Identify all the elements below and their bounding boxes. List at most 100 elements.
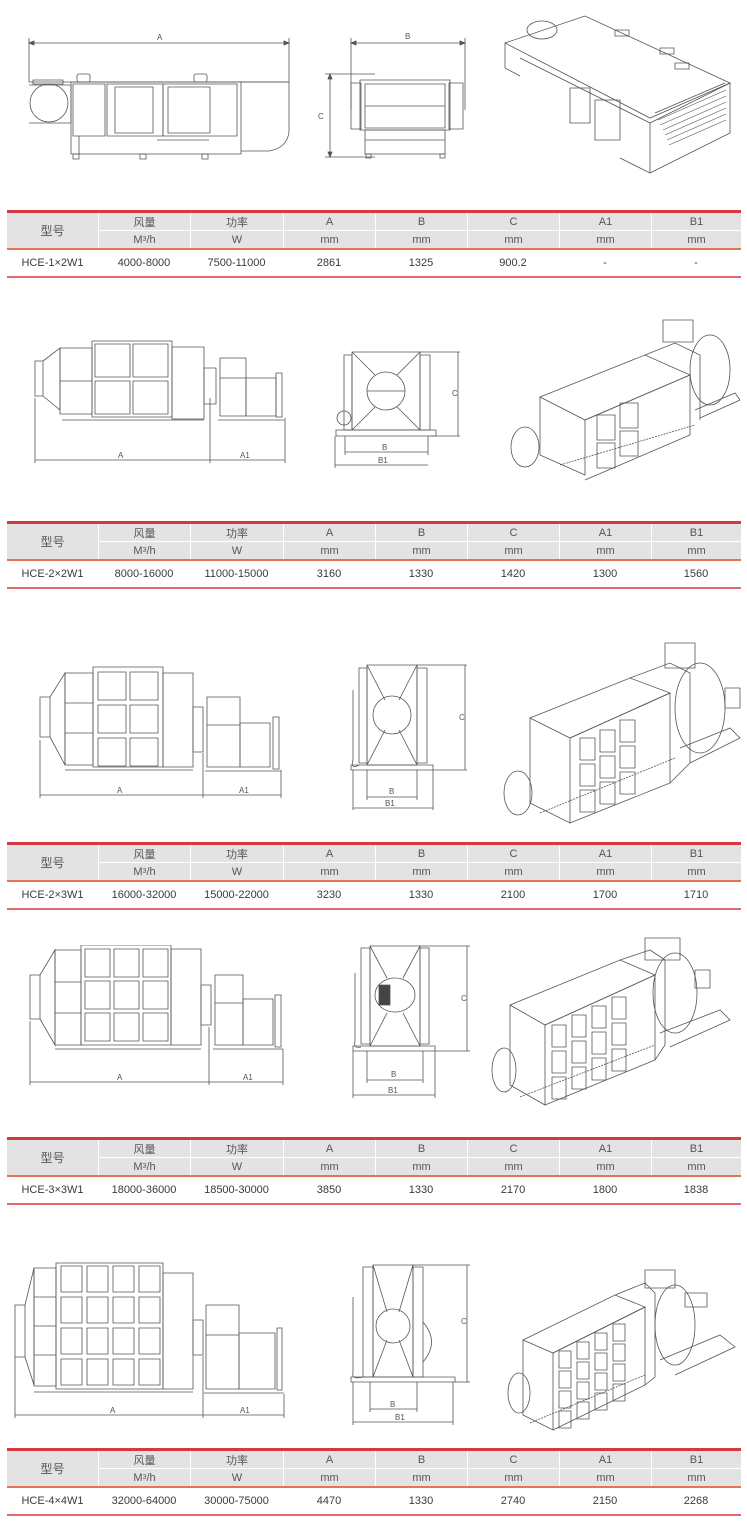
cell-airflow: 32000-64000 (111, 1495, 177, 1507)
dim-label-b: B (405, 32, 410, 41)
dim-label-a: A (157, 33, 163, 42)
unit-airflow-tail: /h (146, 865, 156, 878)
side-view-drawing: A (25, 33, 295, 160)
unit-c: mm (467, 1158, 559, 1175)
header-power: 功率 (190, 1451, 283, 1469)
table-top-rule (7, 1137, 741, 1140)
header-power: 功率 (190, 524, 283, 542)
header-b1: B1 (651, 1451, 741, 1469)
unit-airflow-tail: /h (146, 233, 156, 246)
header-b1: B1 (651, 524, 741, 542)
dim-label-b1: B1 (388, 1086, 398, 1095)
cell-airflow: 4000-8000 (117, 257, 171, 269)
unit-airflow-tail: /h (146, 544, 156, 557)
header-a: A (283, 1451, 375, 1469)
header-power: 功率 (190, 845, 283, 863)
unit-a1: mm (559, 542, 651, 559)
unit-b1: mm (651, 863, 741, 880)
dim-label-b1: B1 (378, 456, 388, 465)
header-model: 型号 (40, 1462, 65, 1476)
unit-airflow-base: M (133, 1471, 143, 1484)
isometric-drawing (500, 638, 745, 828)
header-b: B (375, 213, 467, 231)
unit-c: mm (467, 1469, 559, 1486)
isometric-drawing (500, 8, 740, 183)
header-airflow: 风量 (98, 524, 190, 542)
isometric-drawing (505, 315, 740, 485)
dim-label-b1: B1 (385, 799, 395, 808)
unit-b1: mm (651, 1469, 741, 1486)
cell-model: HCE-2×2W1 (21, 568, 84, 580)
unit-power: W (190, 231, 283, 248)
dim-label-b1: B1 (395, 1413, 405, 1422)
table-header-divider (7, 880, 741, 882)
header-b1: B1 (651, 845, 741, 863)
dim-label-c: C (452, 389, 458, 398)
header-a: A (283, 524, 375, 542)
cell-a1: - (603, 257, 607, 269)
header-b: B (375, 1451, 467, 1469)
unit-b: mm (375, 863, 467, 880)
unit-c: mm (467, 231, 559, 248)
dim-label-a1: A1 (243, 1073, 253, 1082)
front-view-drawing: B B1 C (345, 943, 475, 1098)
table-row: HCE-2×3W1 16000-32000 15000-22000 3230 1… (7, 882, 741, 908)
cell-b: 1330 (408, 568, 434, 580)
dim-label-a: A (118, 451, 124, 460)
header-airflow: 风量 (98, 1140, 190, 1158)
cell-model: HCE-3×3W1 (21, 1184, 84, 1196)
header-a1: A1 (559, 524, 651, 542)
cell-b: 1330 (408, 889, 434, 901)
header-power: 功率 (190, 213, 283, 231)
unit-b: mm (375, 1469, 467, 1486)
table-row: HCE-2×2W1 8000-16000 11000-15000 3160 13… (7, 561, 741, 587)
table-bottom-rule (7, 1203, 741, 1205)
unit-a1: mm (559, 863, 651, 880)
cell-c: 1420 (500, 568, 526, 580)
cell-a1: 1800 (592, 1184, 618, 1196)
header-b1: B1 (651, 213, 741, 231)
dim-label-b: B (382, 443, 387, 452)
dim-label-a1: A1 (240, 1406, 250, 1415)
header-model: 型号 (40, 1151, 65, 1165)
cell-airflow: 16000-32000 (111, 889, 177, 901)
unit-airflow-tail: /h (146, 1471, 156, 1484)
table-top-rule (7, 1448, 741, 1451)
cell-power: 11000-15000 (204, 568, 269, 580)
dim-label-a: A (110, 1406, 116, 1415)
header-c: C (467, 1451, 559, 1469)
table-row: HCE-4×4W1 32000-64000 30000-75000 4470 1… (7, 1488, 741, 1514)
cell-airflow: 8000-16000 (114, 568, 174, 580)
cell-model: HCE-4×4W1 (21, 1495, 84, 1507)
header-c: C (467, 524, 559, 542)
cell-b1: - (694, 257, 698, 269)
side-view-drawing: A A1 (30, 338, 295, 468)
front-view-drawing: B C (318, 32, 475, 160)
cell-c: 2740 (500, 1495, 526, 1507)
unit-a1: mm (559, 231, 651, 248)
table-header-divider (7, 248, 741, 250)
cell-a: 4470 (316, 1495, 342, 1507)
cell-power: 30000-75000 (204, 1495, 269, 1507)
front-view-drawing: B B1 C (330, 340, 480, 470)
cell-c: 2170 (500, 1184, 526, 1196)
header-airflow: 风量 (98, 1451, 190, 1469)
cell-b1: 1838 (683, 1184, 709, 1196)
header-a: A (283, 1140, 375, 1158)
unit-airflow-tail: /h (146, 1160, 156, 1173)
header-airflow: 风量 (98, 845, 190, 863)
cell-c: 2100 (500, 889, 526, 901)
unit-a: mm (283, 231, 375, 248)
header-power: 功率 (190, 1140, 283, 1158)
dim-label-a1: A1 (240, 451, 250, 460)
side-view-drawing: A A1 (25, 945, 295, 1090)
unit-b1: mm (651, 231, 741, 248)
cell-b1: 1710 (683, 889, 709, 901)
cell-b: 1330 (408, 1184, 434, 1196)
